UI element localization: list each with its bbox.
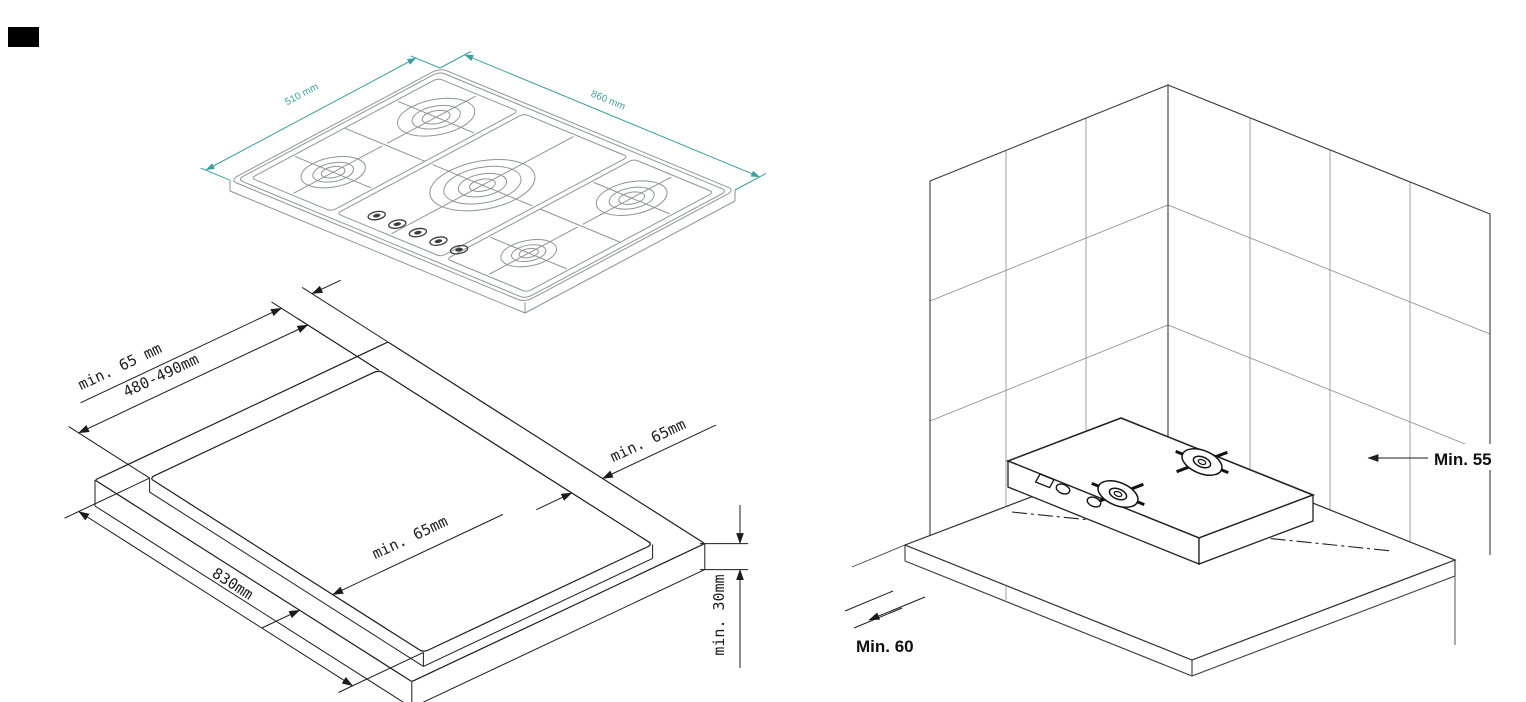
corner-hob-knobs (1034, 473, 1102, 508)
hob-isometric-figure: 510 mm 860 mm (200, 51, 767, 314)
hob-width-dim-label: 510 mm (283, 81, 320, 108)
worktop-outline (95, 342, 705, 682)
hob-thickness-edges (230, 180, 735, 313)
worktop-thickness-edges (94, 480, 706, 702)
worktop-cutout-figure: min. 65 mm 480-490mm min. 65mm min. 65mm… (64, 279, 748, 702)
corner-burner-left (1091, 480, 1145, 508)
cutout-length-label: 830mm (209, 564, 257, 603)
worktop-thickness-label: min. 30mm (710, 574, 728, 655)
hob-outline (230, 68, 735, 302)
label-backing (1425, 444, 1526, 470)
hob-dimensions: 510 mm 860 mm (200, 51, 767, 191)
right-wall-edge (1167, 84, 1491, 555)
corner-hob (1005, 417, 1316, 565)
page-edge-mark (8, 27, 39, 47)
burner-front-right (489, 234, 568, 272)
right-wall-clearance-label: Min. 55 (1434, 450, 1492, 469)
corner-dimensions: Min. 55 Min. 60 (844, 444, 1526, 656)
cutout-dimensions: min. 65 mm 480-490mm min. 65mm min. 65mm… (64, 279, 748, 693)
cutout-side-margin-label: min. 65mm (607, 415, 688, 466)
left-wall-clearance-label: Min. 60 (856, 637, 914, 656)
control-knobs (365, 210, 471, 256)
corner-burner-right (1175, 448, 1229, 476)
cutout-front-margin-label: min. 65mm (369, 512, 450, 563)
burner-rear-right (582, 174, 682, 222)
burner-center-wok (408, 150, 556, 221)
corner-installation-figure: Min. 55 Min. 60 (844, 84, 1526, 677)
left-wall-edge (929, 84, 1169, 541)
